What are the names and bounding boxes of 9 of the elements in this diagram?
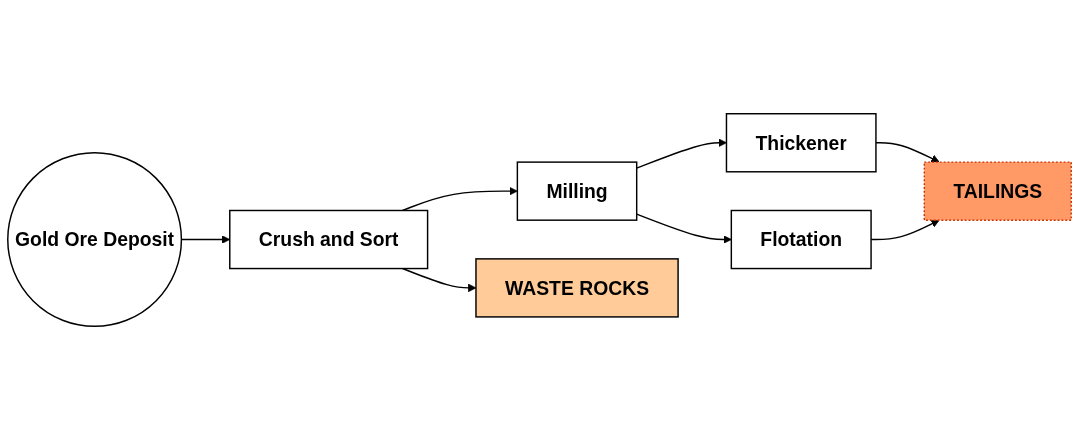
node-box: TAILINGS	[923, 161, 1072, 222]
node-box: Crush and Sort	[229, 210, 429, 270]
arrow	[401, 187, 518, 212]
node-circle: Gold Ore Deposit	[7, 152, 183, 328]
arrow	[875, 142, 940, 163]
node-box: Milling	[516, 161, 638, 222]
node-box: WASTE ROCKS	[475, 258, 679, 319]
node-box: Thickener	[725, 113, 877, 173]
node-box: Flotation	[730, 210, 872, 270]
